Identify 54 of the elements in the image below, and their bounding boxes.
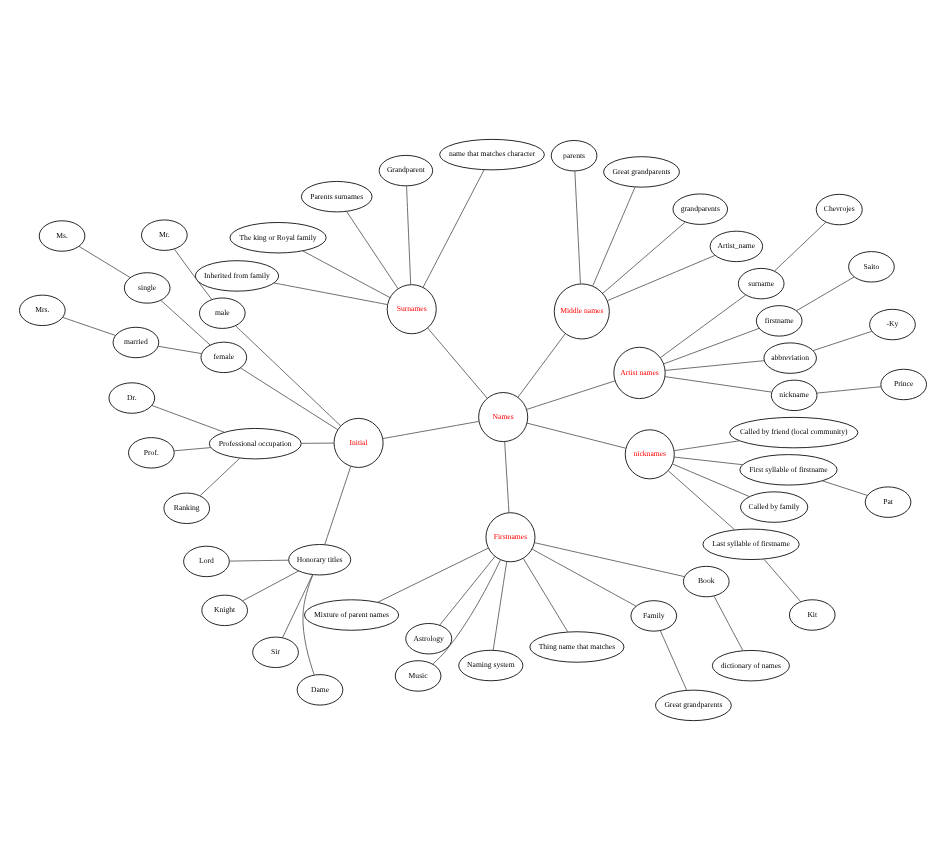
connector (574, 169, 581, 284)
connector (526, 421, 627, 448)
connector (663, 326, 760, 364)
connector (664, 359, 765, 370)
connector (302, 249, 391, 297)
connector (822, 479, 868, 495)
connector (422, 168, 485, 287)
connector (713, 594, 744, 651)
connector (664, 375, 773, 392)
connector (377, 546, 489, 602)
connector (174, 247, 213, 299)
connector (607, 254, 716, 300)
connector (592, 185, 636, 286)
connector (157, 344, 203, 354)
connector (151, 404, 225, 432)
connector (672, 462, 750, 497)
connector (602, 220, 686, 293)
connector (659, 629, 688, 690)
connector (504, 440, 510, 513)
connector (816, 385, 882, 393)
connector (763, 557, 802, 602)
connector (796, 275, 855, 311)
connector (531, 547, 637, 606)
connector (667, 469, 736, 530)
connector (242, 569, 300, 601)
connector (235, 324, 342, 426)
connector (199, 456, 241, 496)
connector (526, 379, 616, 409)
connector (173, 446, 212, 451)
connector (228, 558, 289, 561)
connector (382, 419, 480, 438)
connector (673, 455, 744, 465)
connector (406, 184, 412, 284)
connector (432, 558, 501, 664)
connector (302, 573, 315, 675)
connector (78, 244, 131, 277)
connector (427, 326, 488, 398)
connector (659, 293, 746, 358)
connector (534, 541, 685, 577)
connector (300, 441, 335, 443)
connector (673, 439, 740, 451)
connector (439, 555, 496, 625)
connector (240, 366, 339, 430)
connector (324, 464, 352, 544)
connector (62, 315, 116, 335)
connector (812, 329, 873, 350)
connector (774, 220, 827, 271)
connector (160, 298, 211, 345)
connector (522, 557, 569, 632)
connector (346, 210, 399, 288)
connector (282, 573, 314, 638)
connector (273, 281, 388, 304)
connector (517, 332, 566, 397)
connector (492, 560, 508, 650)
